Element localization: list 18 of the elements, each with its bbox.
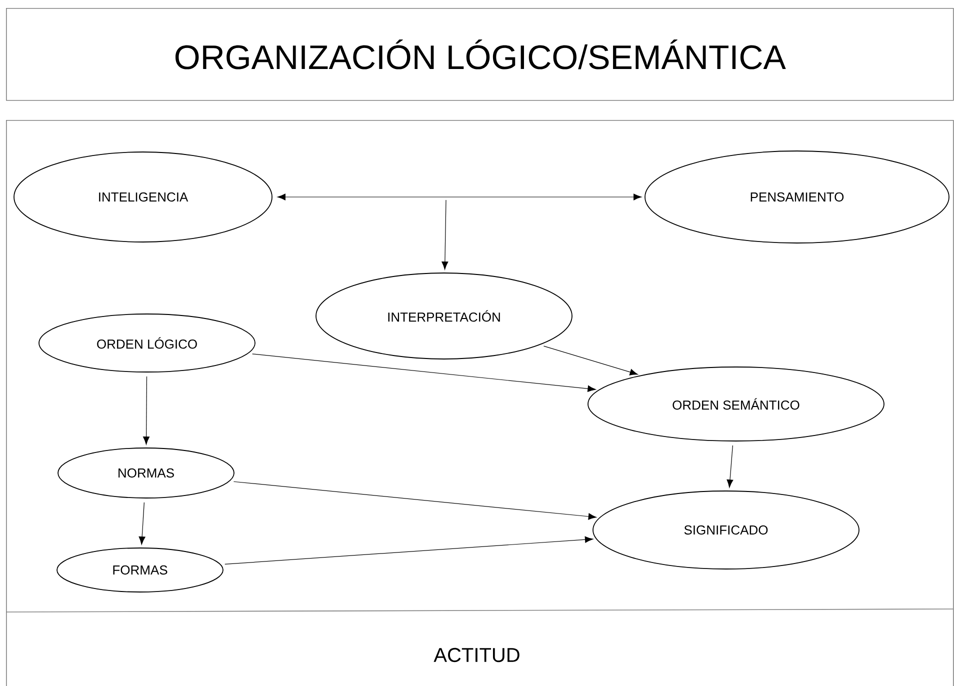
arrow <box>543 346 638 376</box>
arrow <box>442 200 448 270</box>
arrow <box>252 354 596 392</box>
arrow <box>143 376 150 445</box>
ellipse-node: NORMAS <box>58 448 234 498</box>
arrow <box>233 481 596 520</box>
arrow <box>726 445 734 488</box>
arrow <box>138 502 146 545</box>
ellipse-node: INTELIGENCIA <box>14 152 272 242</box>
ellipse-node: SIGNIFICADO <box>592 490 860 570</box>
ellipse-node: FORMAS <box>56 548 224 592</box>
ellipse-node: PENSAMIENTO <box>644 150 950 244</box>
ellipse-node: INTERPRETACIÓN <box>316 272 572 360</box>
arrow <box>224 536 594 564</box>
arrow <box>277 194 642 200</box>
ellipse-node: ORDEN SEMÁNTICO <box>588 366 884 442</box>
title-box: ORGANIZACIÓN LÓGICO/SEMÁNTICA <box>6 8 954 101</box>
ellipse-node: ORDEN LÓGICO <box>38 314 256 372</box>
